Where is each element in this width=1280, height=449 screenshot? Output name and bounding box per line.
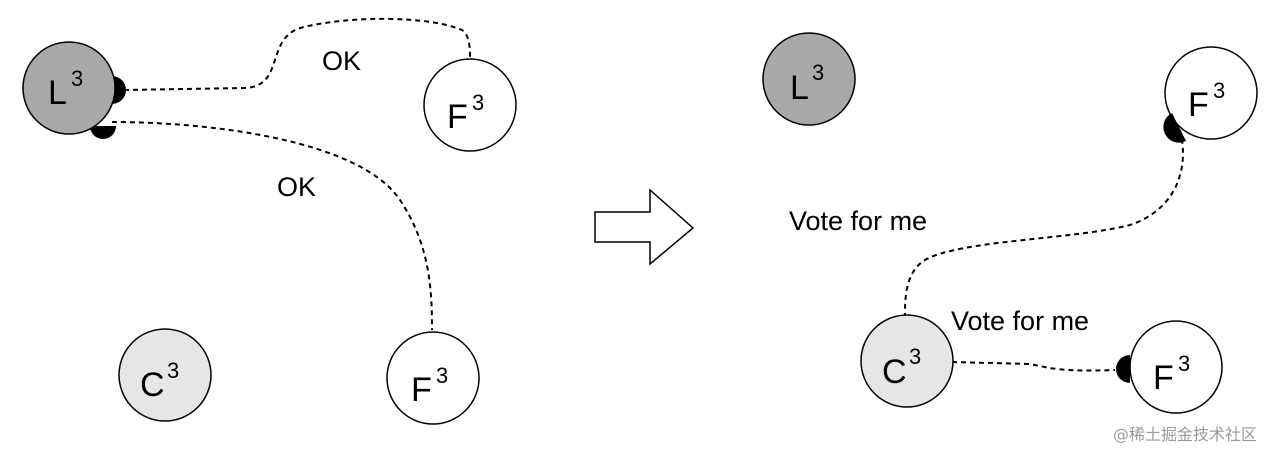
node-letter: F: [411, 371, 432, 409]
node-letter: F: [447, 98, 468, 136]
node-left-leader: L 3: [22, 41, 126, 139]
node-right-candidate: C 3: [860, 314, 954, 408]
edge-label-ok-top: OK: [322, 46, 361, 76]
node-left-follower-bottom: F 3: [386, 331, 480, 425]
node-letter: F: [1153, 359, 1174, 397]
node-letter: C: [882, 353, 907, 391]
edge-label-vote-top: Vote for me: [789, 206, 927, 236]
edge-right-vote-bottom: [951, 361, 1116, 372]
node-letter: F: [1188, 86, 1209, 124]
node-right-follower-bottom: F 3: [1116, 320, 1223, 414]
node-term: 3: [436, 363, 448, 388]
node-term: 3: [167, 358, 179, 383]
connector-dot: [1163, 113, 1186, 143]
node-left-follower-top: F 3: [423, 58, 517, 152]
node-term: 3: [472, 90, 484, 115]
node-term: 3: [71, 66, 83, 91]
node-letter: L: [48, 74, 67, 112]
node-right-follower-top: F 3: [1163, 46, 1258, 143]
edge-label-ok-bottom: OK: [277, 172, 316, 202]
follower-circle: [423, 58, 517, 152]
leader-circle: [22, 41, 116, 135]
connector-dot: [90, 126, 116, 139]
follower-circle: [1164, 46, 1258, 140]
edge-right-vote-top: [904, 129, 1184, 316]
node-term: 3: [1178, 351, 1190, 376]
node-term: 3: [1213, 78, 1225, 103]
node-term: 3: [812, 60, 824, 85]
watermark: @稀土掘金技术社区: [1113, 425, 1257, 444]
node-term: 3: [909, 344, 921, 369]
follower-circle: [386, 331, 480, 425]
candidate-circle: [860, 314, 954, 408]
connector-dot: [112, 76, 126, 104]
candidate-circle: [118, 328, 212, 422]
transition-arrow-icon: [594, 188, 695, 266]
node-letter: L: [790, 69, 809, 107]
node-letter: C: [140, 366, 165, 404]
node-left-candidate: C 3: [118, 328, 212, 422]
follower-circle: [1129, 320, 1223, 414]
edge-label-vote-bottom: Vote for me: [951, 306, 1089, 336]
leader-circle: [762, 32, 856, 126]
edge-left-ok-top: [123, 17, 471, 91]
connector-dot: [1116, 355, 1130, 383]
node-right-leader: L 3: [762, 32, 856, 126]
edge-left-ok-bottom: [111, 121, 433, 331]
